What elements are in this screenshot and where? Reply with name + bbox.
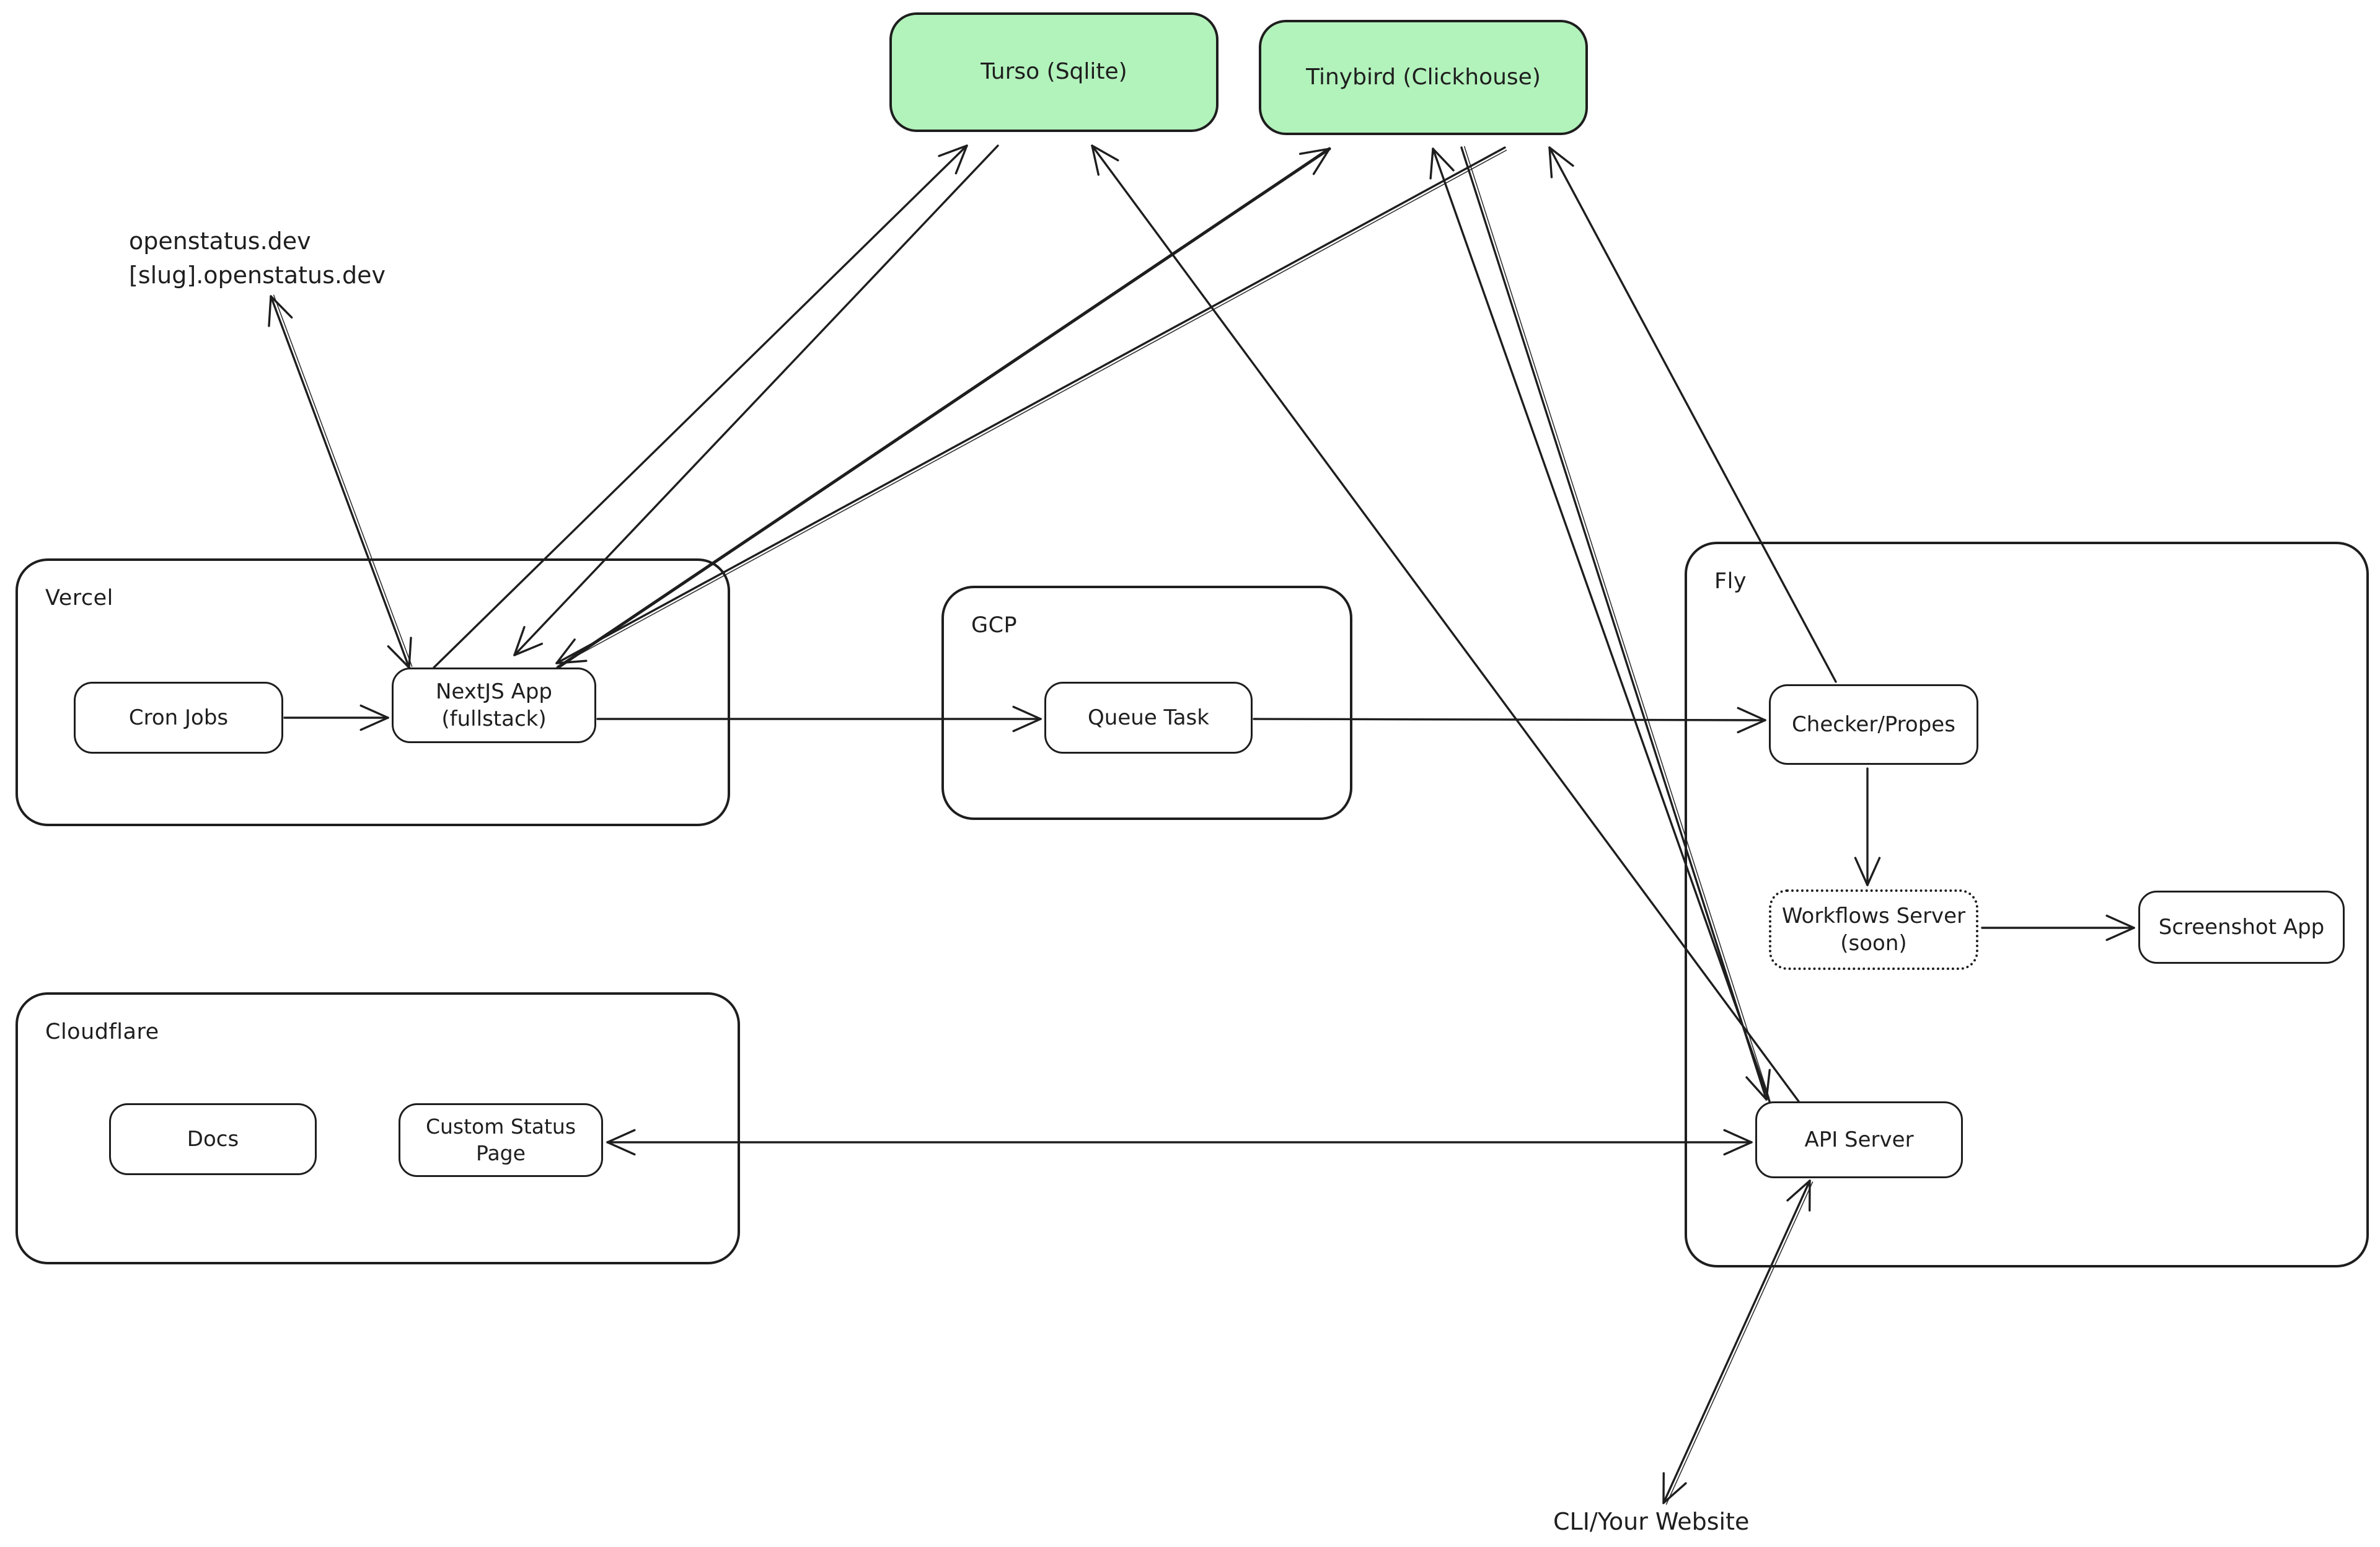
node-nextjs-app-label-line1: NextJS App	[435, 679, 553, 704]
node-api-server: API Server	[1755, 1101, 1963, 1178]
node-screenshot-app: Screenshot App	[2138, 891, 2345, 964]
node-custom-status-page: Custom Status Page	[399, 1103, 603, 1177]
node-checker-probes: Checker/Propes	[1769, 684, 1978, 765]
node-workflows-server-label: Workflows Server (soon)	[1782, 902, 1965, 957]
node-screenshot-app-label: Screenshot App	[2158, 914, 2325, 940]
node-turso: Turso (Sqlite)	[889, 12, 1219, 132]
node-cron-jobs: Cron Jobs	[74, 682, 283, 754]
node-nextjs-app-label: NextJS App (fullstack)	[436, 678, 552, 733]
node-api-server-label: API Server	[1804, 1127, 1914, 1152]
edge-api-status_page	[606, 1129, 1753, 1156]
node-queue-task-label: Queue Task	[1088, 705, 1209, 730]
node-nextjs-app-label-line2: (fullstack)	[441, 707, 547, 731]
container-vercel-label: Vercel	[45, 586, 113, 610]
node-custom-status-page-label: Custom Status Page	[425, 1114, 576, 1165]
domains-label-line1: openstatus.dev	[129, 227, 311, 255]
domains-label-line2: [slug].openstatus.dev	[129, 262, 386, 289]
node-tinybird: Tinybird (Clickhouse)	[1259, 20, 1588, 135]
container-fly-label: Fly	[1714, 569, 1747, 594]
node-nextjs-app: NextJS App (fullstack)	[392, 668, 596, 743]
domains-label: openstatus.dev [slug].openstatus.dev	[129, 224, 386, 293]
node-turso-label: Turso (Sqlite)	[981, 59, 1127, 85]
cli-your-website-label: CLI/Your Website	[1553, 1508, 1750, 1535]
node-cron-jobs-label: Cron Jobs	[128, 705, 229, 730]
container-cloudflare-label: Cloudflare	[45, 1020, 159, 1044]
node-docs: Docs	[109, 1103, 317, 1175]
container-gcp-label: GCP	[971, 613, 1018, 638]
node-tinybird-label: Tinybird (Clickhouse)	[1306, 64, 1541, 90]
container-cloudflare: Cloudflare	[15, 992, 740, 1264]
node-docs-label: Docs	[187, 1126, 239, 1152]
node-checker-probes-label: Checker/Propes	[1792, 712, 1955, 737]
node-queue-task: Queue Task	[1044, 682, 1253, 754]
node-workflows-server: Workflows Server (soon)	[1769, 889, 1978, 970]
node-workflows-server-label-line1: Workflows Server	[1781, 903, 1966, 928]
node-workflows-server-label-line2: (soon)	[1840, 931, 1907, 956]
